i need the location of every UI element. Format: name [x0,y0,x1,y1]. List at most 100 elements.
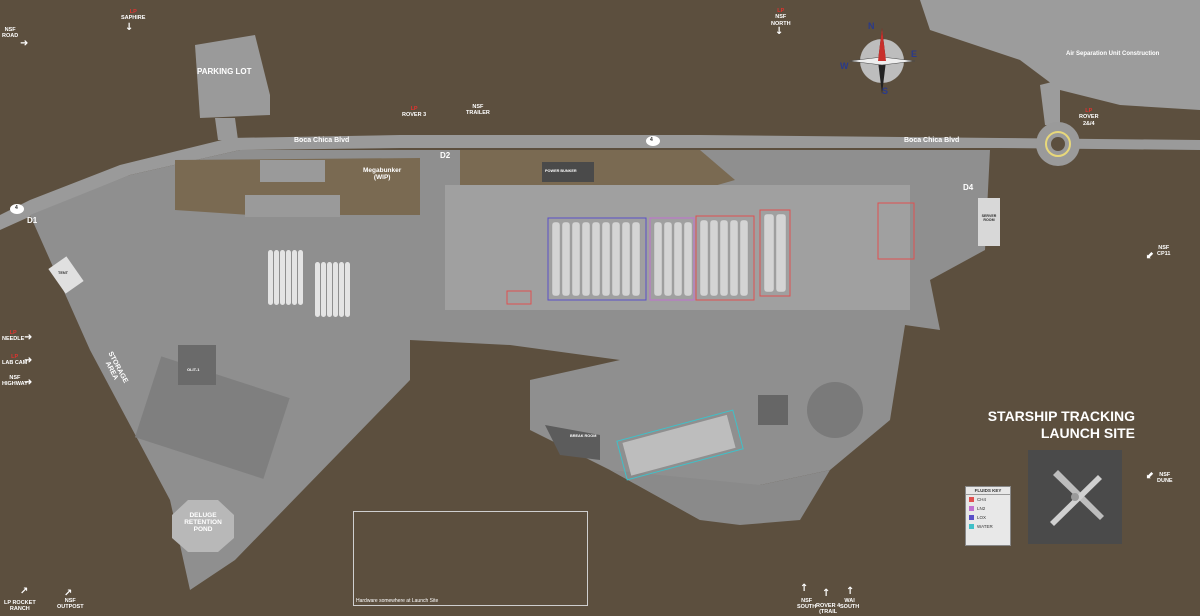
storage-tank [268,250,273,305]
camera-label: NSF ROAD [2,27,19,40]
air-separation-road [1040,80,1060,125]
gate-d4: D4 [963,183,974,192]
storage-tank [298,250,303,305]
camera-nsf-dune[interactable]: NSF DUNE [1157,472,1173,485]
megabunker [175,158,420,215]
power-bunker [542,162,594,182]
camera-wai-south[interactable]: WAI SOUTH [840,598,859,611]
camera-label: NEEDLE [2,336,25,343]
roundabout-ring [1045,131,1071,157]
camera-nsf-south[interactable]: NSF SOUTH [797,598,816,611]
arrow-down-icon: ↓ [125,22,134,33]
storage-tank [315,262,320,317]
road-label-2: Boca Chica Blvd [904,137,960,144]
server-room [978,198,1000,246]
tank [699,219,709,297]
tank [561,221,571,297]
fluids-key-item: LN2 [966,504,1010,513]
arrow-down-icon: ↓ [775,26,784,37]
server-room-label: SERVER ROOM [981,214,997,222]
camera-nsf-road[interactable]: NSF ROAD [2,27,18,40]
camera-tag: LP [410,106,418,112]
hardware-box: Hardware somewhere at Launch Site [353,511,588,606]
tent-label: TENT [58,271,68,275]
swatch-lox [969,515,974,520]
camera-nsf-cp11[interactable]: NSF CP11 [1157,245,1170,258]
tank [763,213,775,293]
arrow-right-icon: ➜ [24,355,33,366]
camera-label: WAI SOUTH [840,598,860,611]
break-room-label: BREAK ROOM [570,434,597,438]
megabunker-entry [245,195,340,217]
hardware-note: Hardware somewhere at Launch Site [356,598,439,604]
camera-tag: LP [129,9,137,15]
fluids-key-item: LOX [966,513,1010,522]
camera-rover4[interactable]: ROVER 4 (TRAIL [816,603,840,616]
tank [621,221,631,297]
storage-tank [274,250,279,305]
camera-nsf-trailer[interactable]: NSF TRAILER [466,104,490,117]
arrow-up-icon: ↑ [822,588,831,599]
parking-lot-access [215,118,238,140]
ch4-zone-3 [877,202,915,260]
tank [581,221,591,297]
camera-nsf-highway[interactable]: NSF HIGHWAY [2,375,28,388]
lox-zone [547,217,647,301]
compass-n: N [868,21,875,31]
gate-d1: D1 [27,216,38,225]
tanks [551,213,787,297]
ch4-zone-4 [506,290,532,305]
camera-label: ROVER 4 (TRAIL [816,603,841,616]
compass-s: S [882,86,889,96]
olit-label: OLIT-1 [187,367,200,372]
storage-tank [327,262,332,317]
power-bunker-label: POWER BUNKER [545,169,577,173]
camera-label: SAPHIRE [121,15,146,22]
rocket-cross-icon [1050,470,1104,526]
route-marker-left-circle [10,204,24,214]
fluids-key-label: CH4 [977,497,987,502]
tank [663,221,673,297]
ch4-zone-2 [759,209,791,297]
tank [591,221,601,297]
tank [653,221,663,297]
arrow-left-icon: ⬋ [1146,250,1155,261]
camera-lp-rocket-ranch[interactable]: LP ROCKET RANCH [4,600,36,613]
fluids-key: FLUIDS KEY CH4 LN2 LOX WATER [965,486,1011,546]
site-title: STARSHIP TRACKING LAUNCH SITE [987,408,1135,441]
storage-tank [339,262,344,317]
fluids-key-label: WATER [977,524,993,529]
camera-label: LP ROCKET RANCH [4,600,36,613]
orbital-pad [807,382,863,438]
arrow-up-right-icon: ↗ [64,588,73,599]
camera-label: NSF SOUTH [797,598,817,611]
gate-d2: D2 [440,151,451,160]
camera-nsf-outpost[interactable]: NSF OUTPOST [57,598,84,611]
water-zone [616,409,744,481]
storage-tank [286,250,291,305]
megabunker-label: Megabunker (WIP) [363,167,402,181]
route-marker-circle [646,136,660,146]
compass-w: W [840,61,849,71]
megabunker-slab [260,160,325,182]
fluids-key-item: WATER [966,522,1010,531]
parking-lot-label: PARKING LOT [197,67,252,76]
swatch-ln2 [969,506,974,511]
fluids-key-item: CH4 [966,495,1010,504]
camera-label: NSF OUTPOST [57,598,84,611]
tank [571,221,581,297]
storage-tank [321,262,326,317]
route-marker-left: 4 [15,205,18,211]
tank [611,221,621,297]
camera-label: ROVER 2&/4 [1079,114,1099,127]
storage-tank [292,250,297,305]
break-room [545,425,600,460]
arrow-left-icon: ⬋ [1146,470,1155,481]
